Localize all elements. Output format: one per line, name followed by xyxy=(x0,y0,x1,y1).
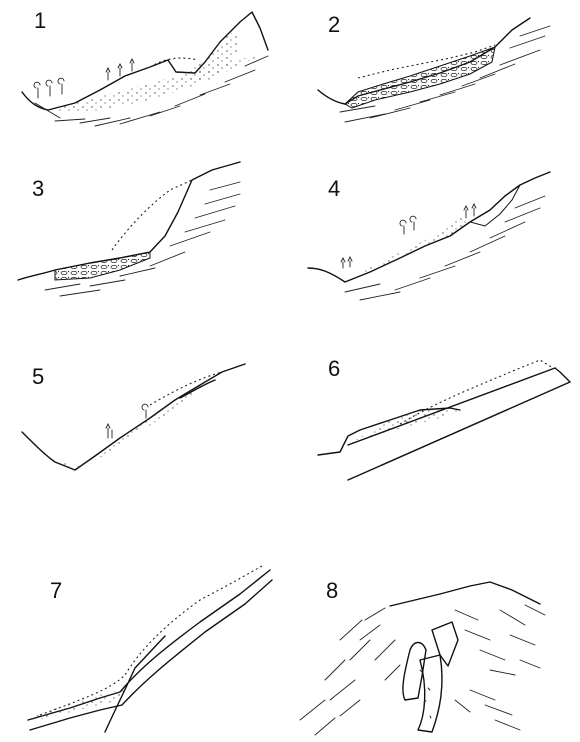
panel-label-6: 6 xyxy=(328,356,340,381)
displaced-mass-1 xyxy=(48,52,268,112)
panel-1: 1 xyxy=(22,8,268,126)
panel-2: 2 xyxy=(318,12,550,122)
panel-6: 6 xyxy=(318,356,570,480)
panel-4: 4 xyxy=(308,172,550,300)
bedrock-strata-4 xyxy=(345,196,545,300)
translational-slab-2 xyxy=(345,47,495,108)
debris-chute-8 xyxy=(418,655,442,732)
slide-surface-7 xyxy=(28,570,270,720)
slope-crest-6 xyxy=(555,368,570,382)
original-slope-3 xyxy=(112,180,192,250)
sliding-mass-7 xyxy=(30,688,125,722)
displaced-mass-4 xyxy=(345,216,470,282)
panel-7: 7 xyxy=(28,566,272,732)
debris-lobe-right-8 xyxy=(432,622,458,666)
ground-surface-6 xyxy=(348,368,555,445)
panel-3: 3 xyxy=(18,162,240,296)
panel-label-5: 5 xyxy=(32,364,44,389)
shear-plane-5 xyxy=(180,380,215,398)
rockfall-debris-3 xyxy=(55,252,150,280)
panel-label-2: 2 xyxy=(328,12,340,37)
scarp-mass-1 xyxy=(176,30,240,83)
ridge-crest-8 xyxy=(390,582,540,606)
panel-label-7: 7 xyxy=(50,578,62,603)
original-slope-1 xyxy=(150,58,198,67)
panel-label-4: 4 xyxy=(328,176,340,201)
panel-label-8: 8 xyxy=(326,578,338,603)
original-slope-7 xyxy=(40,566,262,715)
panel-5: 5 xyxy=(22,364,245,470)
panel-label-3: 3 xyxy=(32,176,44,201)
panel-8: 8 xyxy=(300,578,545,735)
ground-surface-2 xyxy=(318,18,530,104)
panel-label-1: 1 xyxy=(34,8,46,33)
tree-icons-4 xyxy=(341,204,476,268)
